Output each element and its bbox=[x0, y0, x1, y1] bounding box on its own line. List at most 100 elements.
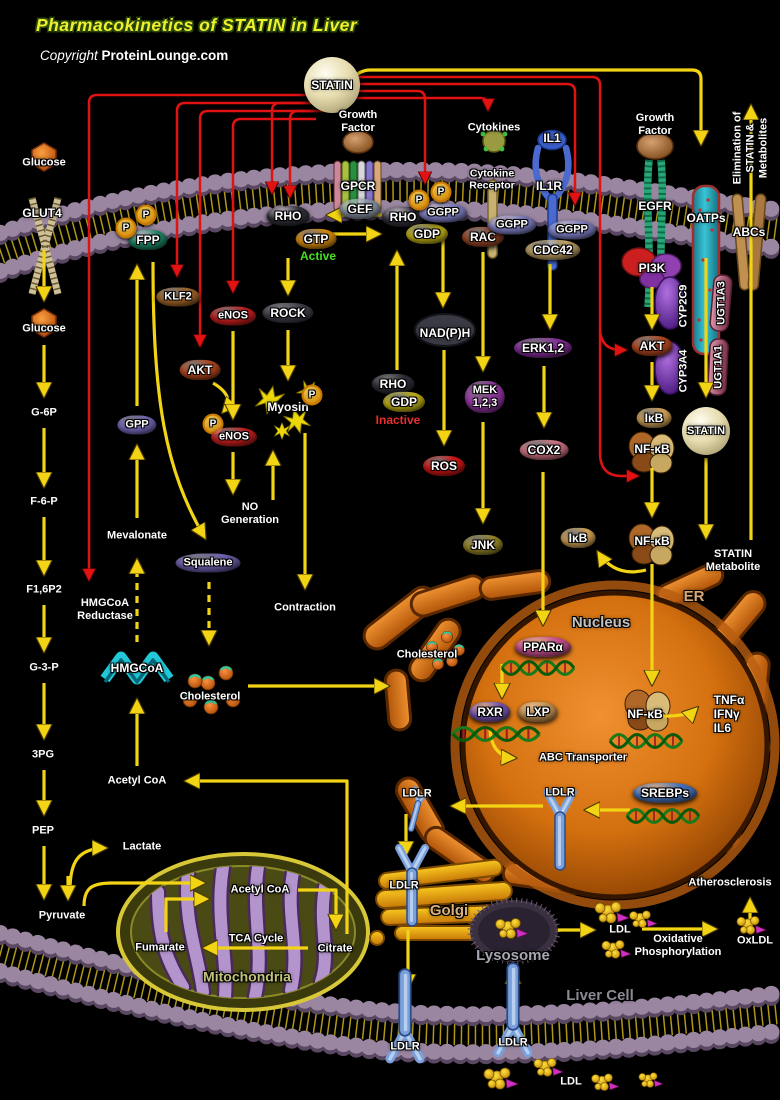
g6p-label: G-6P bbox=[31, 406, 57, 419]
ldl-bottom-label: LDL bbox=[560, 1075, 582, 1088]
ugt1a1-label: UGT1A1 bbox=[712, 345, 725, 389]
fpp-p1: P bbox=[115, 217, 137, 239]
ugt1a3-label: UGT1A3 bbox=[715, 281, 728, 325]
ldlr-bottom-2-label: LDLR bbox=[498, 1036, 528, 1049]
fpp-blob: FPP bbox=[128, 229, 168, 251]
page-title: Pharmacokinetics of STATIN in Liver bbox=[36, 15, 358, 35]
mek-blob: MEK 1,2,3 bbox=[464, 381, 506, 413]
rho-inactive-blob: RHO bbox=[371, 373, 415, 395]
rxr-blob: RXR bbox=[469, 701, 511, 723]
il1-label: IL1 bbox=[543, 130, 561, 145]
cholesterol-nucleus-label: Cholesterol bbox=[396, 648, 458, 661]
gpcr-receptor bbox=[333, 130, 382, 212]
active-label: Active bbox=[299, 248, 337, 263]
liver-cell-label: Liver Cell bbox=[566, 987, 634, 1005]
egfr-receptor-shape bbox=[636, 132, 674, 308]
acetyl-coa-mito-label: Acetyl CoA bbox=[230, 883, 290, 896]
fpp-p2: P bbox=[135, 204, 157, 226]
ggpp-2-blob: GGPP bbox=[488, 215, 536, 235]
cytokine-output-label: TNFα IFNγ IL6 bbox=[713, 692, 745, 736]
inhibition-lines bbox=[89, 75, 638, 580]
cytokine-receptor-label: Cytokine Receptor bbox=[469, 167, 515, 192]
p-enos-blob: eNOS bbox=[211, 427, 257, 447]
nfkb-nucleus-label: NF-κB bbox=[627, 706, 663, 721]
il1r-label: IL1R bbox=[535, 178, 563, 193]
oxphos-label: Oxidative Phosphorylation bbox=[634, 933, 722, 958]
ggpp-p2: P bbox=[430, 181, 452, 203]
cholesterol-left-label: Cholesterol bbox=[179, 690, 241, 703]
oxldl-label: OxLDL bbox=[736, 934, 774, 947]
myosin-p: P bbox=[301, 384, 323, 406]
ldlr-golgi-label: LDLR bbox=[389, 879, 419, 892]
glucose-hexagons bbox=[31, 142, 57, 338]
gdp-inactive-blob: GDP bbox=[382, 391, 426, 413]
ldlr-er-label: LDLR bbox=[402, 787, 432, 800]
acetyl-coa-label: Acetyl CoA bbox=[107, 774, 167, 787]
glucose-2-label: Glucose bbox=[22, 322, 66, 335]
squalene-blob: Squalene bbox=[175, 553, 241, 573]
ggpp-1-blob: GGPP bbox=[419, 203, 467, 223]
nfkb-right-label: NF-κB bbox=[634, 441, 670, 456]
copyright-site: ProteinLounge.com bbox=[101, 48, 229, 63]
ugt-enzymes-shape bbox=[707, 274, 733, 396]
myosin-label: Myosin bbox=[267, 399, 309, 414]
hmgcoa-ribbon bbox=[100, 651, 174, 685]
no-generation-label: NO Generation bbox=[220, 501, 280, 526]
gpcr-label: GPCR bbox=[340, 178, 376, 193]
ggpp-p1: P bbox=[408, 189, 430, 211]
erk-blob: ERK1,2 bbox=[513, 337, 573, 359]
ppara-blob: PPARα bbox=[515, 636, 571, 658]
ggpp-3-blob: GGPP bbox=[548, 220, 596, 240]
contraction-label: Contraction bbox=[274, 601, 336, 614]
rho-membrane-blob: RHO bbox=[381, 206, 425, 228]
cyp2c9-label: CYP2C9 bbox=[677, 284, 690, 328]
pg3-label: 3PG bbox=[31, 748, 55, 761]
inactive-label: Inactive bbox=[375, 412, 421, 427]
gdp-membrane-blob: GDP bbox=[405, 223, 449, 245]
mitochondria-label: Mitochondria bbox=[203, 968, 291, 985]
ldl-mid-label: LDL bbox=[609, 923, 631, 936]
gef-blob: GEF bbox=[339, 198, 381, 220]
rock-blob: ROCK bbox=[262, 302, 314, 324]
egfr-label: EGFR bbox=[638, 198, 672, 213]
cox2-blob: COX2 bbox=[519, 439, 569, 461]
cyp3a4-label: CYP3A4 bbox=[677, 349, 690, 393]
enos-blob: eNOS bbox=[210, 306, 256, 326]
f6p-label: F-6-P bbox=[30, 495, 58, 508]
mevalonate-label: Mevalonate bbox=[107, 529, 167, 542]
srebps-blob: SREBPs bbox=[632, 782, 698, 804]
nadph-blob bbox=[414, 313, 476, 347]
f16p2-label: F1,6P2 bbox=[26, 583, 62, 596]
growth-factor-left-label: Growth Factor bbox=[338, 109, 378, 134]
jnk-blob: JNK bbox=[462, 534, 504, 556]
glucose-top-label: Glucose bbox=[22, 156, 66, 169]
statin-ball-right: STATIN bbox=[682, 407, 730, 455]
gtp-blob: GTP bbox=[295, 228, 337, 250]
glut4-transporter bbox=[28, 197, 62, 295]
ldlr-nucleus-label: LDLR bbox=[545, 786, 575, 799]
nucleus-label: Nucleus bbox=[571, 614, 631, 632]
lactate-label: Lactate bbox=[122, 840, 162, 853]
pi3k-label: PI3K bbox=[638, 260, 666, 275]
hmgcoa-reductase-label: HMGCoA Reductase bbox=[77, 597, 133, 622]
tca-cycle-label: TCA Cycle bbox=[228, 932, 284, 945]
atherosclerosis-label: Atherosclerosis bbox=[688, 876, 772, 889]
statin-metabolite-label: STATIN Metabolite bbox=[705, 548, 761, 573]
pep-label: PEP bbox=[31, 824, 55, 837]
hmgcoa-label: HMGCoA bbox=[110, 660, 164, 675]
ros-blob: ROS bbox=[422, 455, 466, 477]
er-label: ER bbox=[683, 588, 705, 606]
fumarate-label: Fumarate bbox=[135, 941, 185, 954]
lysosome-label: Lysosome bbox=[476, 947, 550, 965]
statin-ball-top: STATIN bbox=[304, 57, 360, 113]
abcs-channel bbox=[731, 193, 767, 291]
klf2-blob: KLF2 bbox=[156, 287, 200, 307]
citrate-label: Citrate bbox=[317, 942, 353, 955]
nfkb-mid-label: NF-κB bbox=[634, 533, 670, 548]
golgi-label: Golgi bbox=[429, 902, 469, 920]
glut4-label: GLUT4 bbox=[22, 205, 62, 220]
growth-factor-right-label: Growth Factor bbox=[635, 112, 675, 137]
abcs-label: ABCs bbox=[732, 224, 766, 239]
